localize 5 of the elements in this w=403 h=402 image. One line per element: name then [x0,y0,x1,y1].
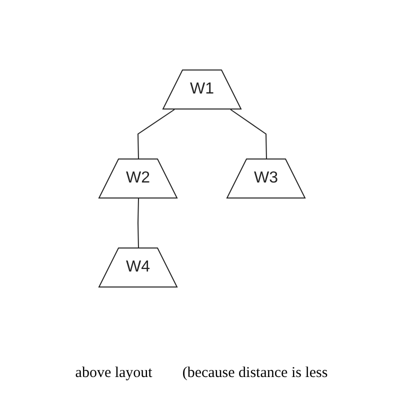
note-text: (because distance is less [182,365,328,382]
connector [137,198,138,249]
note-text: above layout [75,365,152,382]
connector [230,109,266,160]
connector [137,109,174,160]
